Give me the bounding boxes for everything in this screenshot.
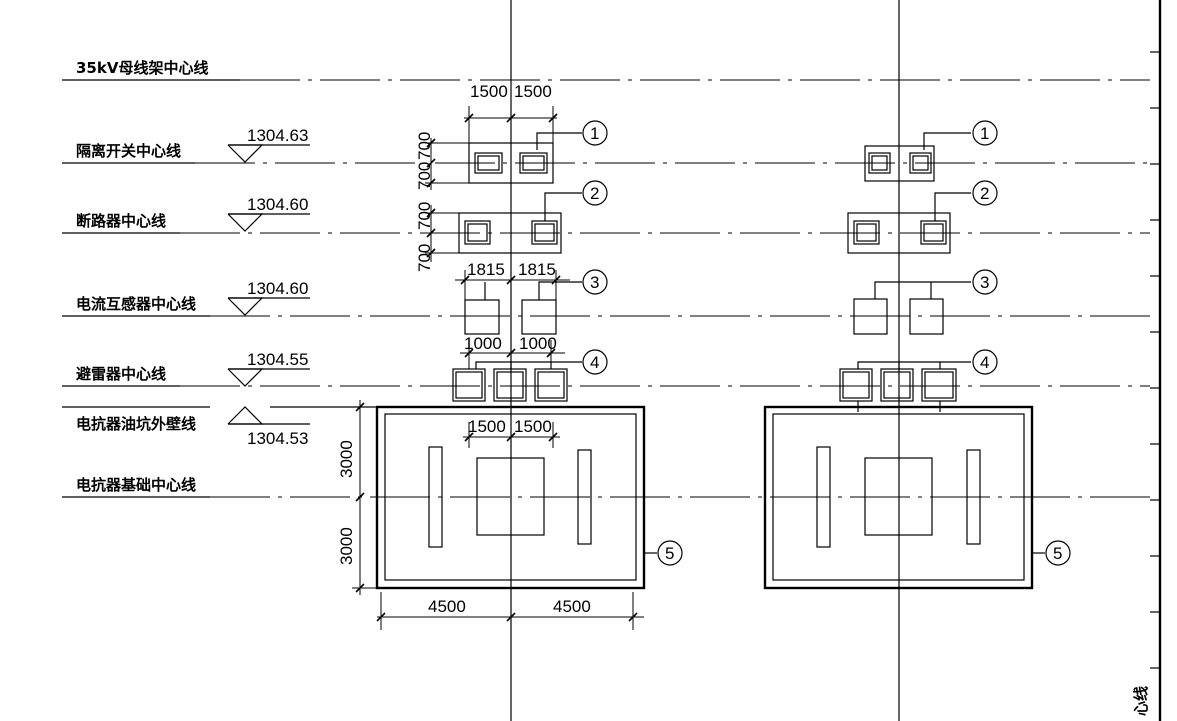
svg-text:1500: 1500	[514, 82, 552, 101]
svg-text:4: 4	[980, 353, 989, 372]
svg-text:1304.63: 1304.63	[247, 126, 308, 145]
left-marker-5: 5	[644, 540, 683, 566]
elevation-mark-pit: 1304.53	[227, 406, 310, 448]
dim-breaker-700: 700 700	[415, 202, 459, 272]
dim-reactor-3000: 3000 3000	[337, 400, 377, 595]
svg-text:1000: 1000	[519, 334, 557, 353]
right-reactor-pit	[763, 405, 1034, 590]
svg-text:700: 700	[415, 244, 434, 272]
label-arrester: 避雷器中心线	[76, 365, 166, 383]
left-marker-2: 2	[544, 180, 608, 221]
elevation-mark-arrester: 1304.55	[227, 350, 310, 387]
dim-reactor-1500: 1500 1500	[463, 417, 560, 448]
label-pit: 电抗器油坑外壁线	[76, 415, 196, 433]
left-arrester	[452, 368, 568, 402]
svg-text:4500: 4500	[553, 597, 591, 616]
svg-text:700: 700	[415, 202, 434, 230]
svg-text:5: 5	[1053, 544, 1062, 563]
right-marker-2: 2	[934, 180, 998, 221]
svg-text:3000: 3000	[337, 440, 356, 478]
svg-text:1304.53: 1304.53	[247, 429, 308, 448]
svg-text:1: 1	[980, 124, 989, 143]
left-marker-4: 4	[475, 349, 608, 375]
elevation-mark-breaker: 1304.60	[227, 195, 310, 232]
right-disconnector	[864, 145, 935, 182]
dim-reactor-4500: 4500 4500	[376, 592, 644, 630]
right-marker-3: 3	[874, 269, 998, 299]
elevation-mark-disconnector: 1304.63	[227, 126, 310, 163]
dim-ct-1815: 1815 1815	[455, 260, 570, 300]
svg-text:3000: 3000	[337, 527, 356, 565]
elevation-mark-ct: 1304.60	[227, 279, 310, 316]
svg-text:1815: 1815	[518, 260, 556, 279]
left-breaker	[458, 212, 562, 254]
svg-text:5: 5	[665, 544, 674, 563]
svg-text:4: 4	[590, 353, 599, 372]
right-marker-5: 5	[1032, 540, 1071, 566]
corner-label: 心线	[1132, 686, 1150, 716]
left-reactor-pit	[375, 405, 646, 590]
label-ct: 电流互感器中心线	[76, 295, 196, 313]
svg-text:1500: 1500	[514, 417, 552, 436]
right-marker-4: 4	[857, 349, 998, 412]
svg-text:3: 3	[980, 273, 989, 292]
svg-text:700: 700	[415, 162, 434, 190]
label-busbar: 35kV母线架中心线	[76, 59, 208, 77]
svg-text:2: 2	[590, 184, 599, 203]
svg-text:3: 3	[590, 273, 599, 292]
svg-text:1500: 1500	[468, 417, 506, 436]
svg-text:4500: 4500	[428, 597, 466, 616]
svg-text:1304.55: 1304.55	[247, 350, 308, 369]
svg-text:1815: 1815	[467, 260, 505, 279]
label-foundation: 电抗器基础中心线	[76, 476, 196, 494]
svg-text:1304.60: 1304.60	[247, 195, 308, 214]
right-marker-1: 1	[923, 120, 998, 150]
svg-text:1: 1	[590, 124, 599, 143]
dim-disconnector-700: 700 700	[415, 132, 469, 190]
right-ct	[853, 298, 944, 335]
svg-text:2: 2	[980, 184, 989, 203]
right-arrester	[839, 368, 957, 402]
left-marker-3: 3	[484, 269, 608, 300]
left-marker-1: 1	[536, 120, 608, 150]
svg-text:700: 700	[415, 132, 434, 160]
right-border	[1150, 0, 1162, 721]
svg-text:1000: 1000	[464, 334, 502, 353]
label-disconnector: 隔离开关中心线	[76, 142, 181, 160]
svg-text:1304.60: 1304.60	[247, 279, 308, 298]
right-breaker	[847, 212, 951, 254]
dim-top-1500: 1500 1500	[464, 82, 558, 143]
svg-text:1500: 1500	[470, 82, 508, 101]
left-disconnector	[468, 142, 554, 184]
label-breaker: 断路器中心线	[76, 212, 166, 230]
